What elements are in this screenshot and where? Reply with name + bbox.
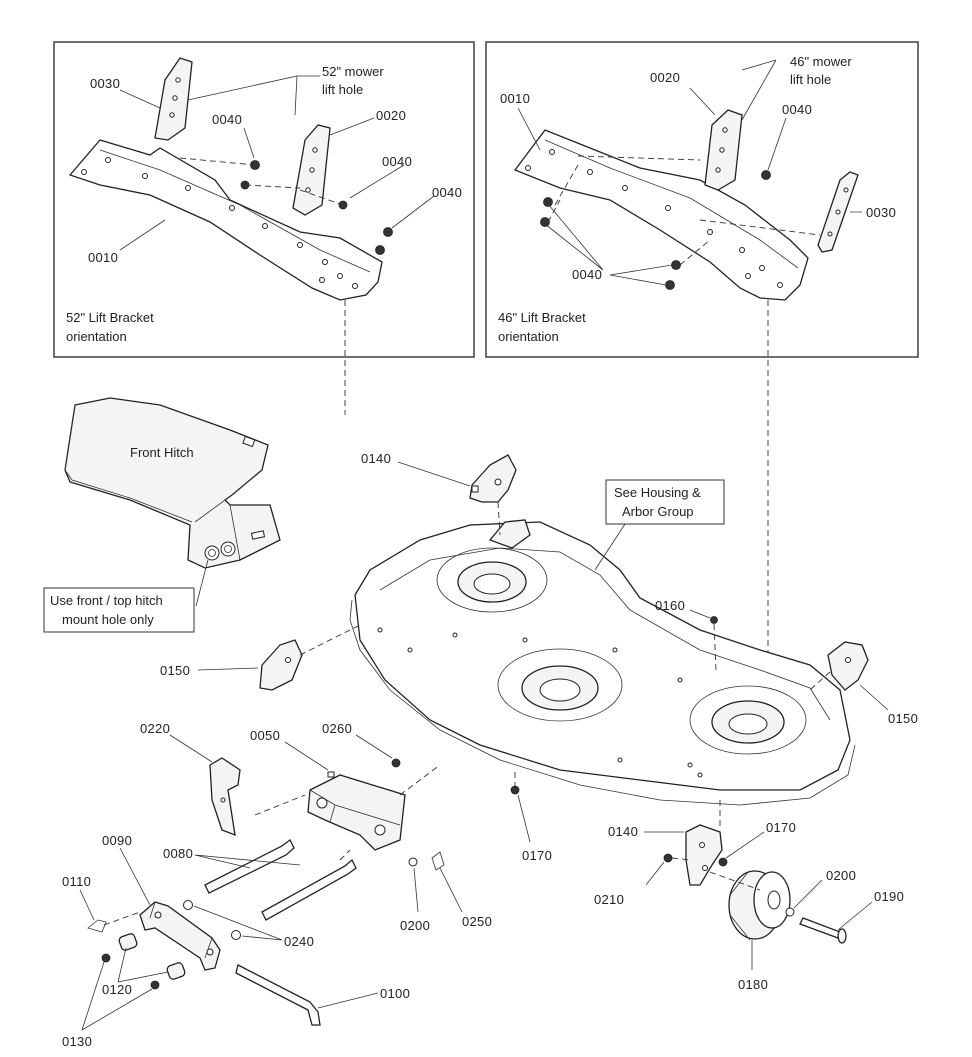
bushings-0120 [117, 933, 186, 983]
label-0180: 0180 [738, 977, 768, 992]
bracket-0150-left [197, 624, 361, 691]
nut-0040 [761, 170, 771, 180]
label-0200: 0200 [826, 868, 856, 883]
label-0200: 0200 [400, 918, 430, 933]
rods-0080 [194, 839, 357, 921]
bracket-0150-right [809, 641, 889, 711]
note-use-front-hitch: mount hole only [62, 612, 154, 627]
label-0210: 0210 [594, 892, 624, 907]
label-0040: 0040 [212, 112, 242, 127]
label-0080: 0080 [163, 846, 193, 861]
nut-0040 [375, 245, 385, 255]
label-0130: 0130 [62, 1034, 92, 1049]
note-52-bracket-orientation: orientation [66, 329, 127, 344]
label-0020: 0020 [650, 70, 680, 85]
lift-arm-0090 [119, 847, 221, 971]
lift-bracket-52-panel: 0030 0040 0020 0040 0040 0010 52" mower … [53, 41, 475, 358]
callout-box-see-housing [605, 479, 725, 525]
label-0050: 0050 [250, 728, 280, 743]
pin-0200-0250 [408, 851, 463, 913]
label-0140: 0140 [608, 824, 638, 839]
note-46-bracket-orientation: orientation [498, 329, 559, 344]
nut-0040 [665, 280, 675, 290]
note-46-lift-hole: 46" mower [790, 54, 852, 69]
nut-0040 [671, 260, 681, 270]
nuts-0130 [81, 953, 160, 1031]
clip-0110 [79, 889, 141, 933]
callout-box-hitch-mount [43, 587, 195, 633]
label-0150: 0150 [160, 663, 190, 678]
nut-0170-deck [510, 772, 531, 843]
note-46-bracket-orientation: 46" Lift Bracket [498, 310, 586, 325]
label-0190: 0190 [874, 889, 904, 904]
nut-0040 [383, 227, 393, 237]
note-front-hitch: Front Hitch [130, 445, 194, 460]
label-0020: 0020 [376, 108, 406, 123]
bracket-0220 [169, 734, 241, 837]
label-0030: 0030 [866, 205, 896, 220]
label-0140: 0140 [361, 451, 391, 466]
front-hitch: Front Hitch Use front / top hitch mount … [43, 397, 281, 633]
label-0220: 0220 [140, 721, 170, 736]
bracket-0050 [254, 741, 441, 861]
label-0160: 0160 [655, 598, 685, 613]
note-52-lift-hole: lift hole [322, 82, 363, 97]
note-52-lift-hole: 52" mower [322, 64, 384, 79]
label-0120: 0120 [102, 982, 132, 997]
gauge-wheel-assembly [644, 800, 873, 970]
bolt-0260 [355, 734, 401, 768]
bolt-0190 [799, 917, 841, 939]
washers-0240 [183, 900, 283, 941]
label-0150: 0150 [888, 711, 918, 726]
label-0250: 0250 [462, 914, 492, 929]
label-0110: 0110 [62, 874, 91, 889]
label-0100: 0100 [380, 986, 410, 1001]
label-0240: 0240 [284, 934, 314, 949]
note-46-lift-hole: lift hole [790, 72, 831, 87]
label-0010: 0010 [500, 91, 530, 106]
label-0040: 0040 [382, 154, 412, 169]
rod-0100 [235, 964, 379, 1026]
panel-52-frame [53, 41, 475, 358]
label-0170: 0170 [766, 820, 796, 835]
label-0040: 0040 [432, 185, 462, 200]
bolt-0160 [689, 609, 718, 671]
lift-bracket-46-panel: 0010 0020 0040 0030 0040 46" mower lift … [485, 41, 919, 358]
label-0010: 0010 [88, 250, 118, 265]
note-use-front-hitch: Use front / top hitch [50, 593, 163, 608]
label-0030: 0030 [90, 76, 120, 91]
bracket-0010-52 [68, 139, 383, 301]
note-see-housing: See Housing & [614, 485, 701, 500]
note-see-housing: Arbor Group [622, 504, 694, 519]
nut-0040 [540, 217, 550, 227]
label-0090: 0090 [102, 833, 132, 848]
label-0040: 0040 [572, 267, 602, 282]
note-52-bracket-orientation: 52" Lift Bracket [66, 310, 154, 325]
mower-deck-housing: See Housing & Arbor Group [349, 479, 856, 806]
label-0170: 0170 [522, 848, 552, 863]
label-0040: 0040 [782, 102, 812, 117]
nut-0040 [543, 197, 553, 207]
label-0260: 0260 [322, 721, 352, 736]
bracket-0140-top [397, 454, 517, 536]
